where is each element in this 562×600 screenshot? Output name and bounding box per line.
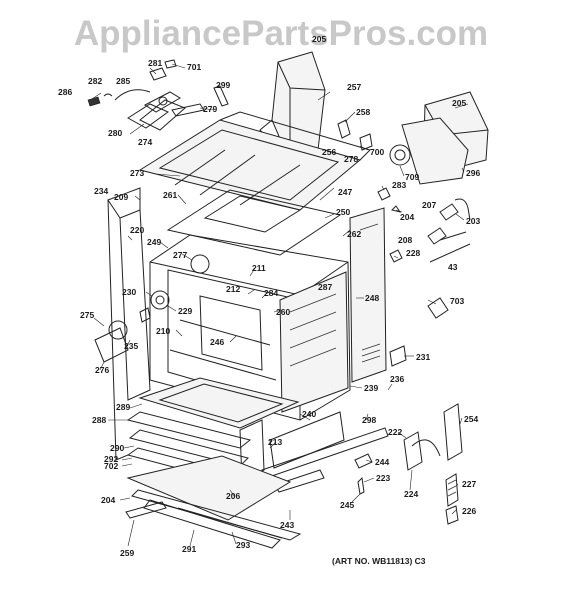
callout-label: 205 — [452, 98, 466, 108]
callout-label: 244 — [375, 457, 389, 467]
callout-label: 246 — [210, 337, 224, 347]
callout-label: 206 — [226, 491, 240, 501]
top-insulation — [166, 189, 342, 256]
callout-label: 207 — [422, 200, 436, 210]
callout-label: 249 — [147, 237, 161, 247]
callout-label: 209 — [114, 192, 128, 202]
callout-label: 283 — [392, 180, 406, 190]
left-side-panel — [107, 187, 151, 461]
callout-label: 220 — [130, 225, 144, 235]
callout-label: 276 — [95, 365, 109, 375]
left-side-parts — [94, 290, 170, 363]
callout-label: 254 — [464, 414, 478, 424]
callout-label: 222 — [388, 427, 402, 437]
callout-label: 296 — [466, 168, 480, 178]
broiler-drawer — [126, 377, 300, 481]
callout-label: 262 — [347, 229, 361, 239]
callout-label: 211 — [252, 263, 266, 273]
callout-label: 256 — [322, 147, 336, 157]
callout-label: 274 — [138, 137, 152, 147]
oven-cabinet — [149, 234, 351, 421]
callout-label: 279 — [203, 104, 217, 114]
callout-label: 204 — [101, 495, 115, 505]
callout-label: 280 — [108, 128, 122, 138]
right-side-panel — [349, 207, 407, 383]
callout-label: 260 — [276, 307, 290, 317]
rear-panels — [337, 91, 489, 185]
callout-label: 235 — [124, 341, 138, 351]
callout-label: 239 — [364, 383, 378, 393]
callout-label: 273 — [130, 168, 144, 178]
callout-label: 261 — [163, 190, 177, 200]
callout-label: 277 — [173, 250, 187, 260]
callout-label: 227 — [462, 479, 476, 489]
callout-label: 210 — [156, 326, 170, 336]
callout-label: 243 — [280, 520, 294, 530]
callout-label: 289 — [116, 402, 130, 412]
callout-label: 285 — [116, 76, 130, 86]
callout-label: 245 — [340, 500, 354, 510]
callout-label: 203 — [466, 216, 480, 226]
callout-label: 236 — [390, 374, 404, 384]
callout-label: 281 — [148, 58, 162, 68]
callout-label: 229 — [178, 306, 192, 316]
callout-label: 291 — [182, 544, 196, 554]
callout-label: 258 — [356, 107, 370, 117]
callout-label: 250 — [336, 207, 350, 217]
callout-label: 278 — [344, 154, 358, 164]
callout-label: 703 — [450, 296, 464, 306]
callout-label: 702 — [104, 461, 118, 471]
callout-label: 205 — [312, 34, 326, 44]
callout-label: 288 — [92, 415, 106, 425]
art-number-caption: (ART NO. WB11813) C3 — [332, 556, 426, 566]
callout-label: 257 — [347, 82, 361, 92]
base-pan — [125, 455, 302, 549]
callout-label: 709 — [405, 172, 419, 182]
far-right-parts — [443, 403, 463, 525]
callout-label: 259 — [120, 548, 134, 558]
right-small-parts — [377, 187, 471, 319]
callout-label: 292 — [104, 454, 118, 464]
callout-label: 204 — [400, 212, 414, 222]
callout-label: 298 — [362, 415, 376, 425]
callout-label: 212 — [226, 284, 240, 294]
callout-label: 700 — [370, 147, 384, 157]
callout-labels: 286 281 701 299 282 285 279 280 274 205 … — [58, 34, 480, 558]
callout-label: 701 — [187, 62, 201, 72]
callout-label: 240 — [302, 409, 316, 419]
leader-lines — [91, 63, 469, 547]
callout-label: 213 — [268, 437, 282, 447]
callout-label: 226 — [462, 506, 476, 516]
callout-label: 284 — [264, 288, 278, 298]
callout-label: 43 — [448, 262, 458, 272]
callout-label: 248 — [365, 293, 379, 303]
top-panel — [138, 111, 371, 211]
callout-label: 286 — [58, 87, 72, 97]
callout-label: 247 — [338, 187, 352, 197]
callout-label: 224 — [404, 489, 418, 499]
callout-label: 230 — [122, 287, 136, 297]
callout-label: 290 — [110, 443, 124, 453]
callout-label: 228 — [406, 248, 420, 258]
callout-label: 293 — [236, 540, 250, 550]
burner-valve-assembly — [87, 59, 229, 131]
callout-label: 234 — [94, 186, 108, 196]
callout-label: 208 — [398, 235, 412, 245]
callout-label: 299 — [216, 80, 230, 90]
callout-label: 287 — [318, 282, 332, 292]
callout-label: 231 — [416, 352, 430, 362]
callout-label: 275 — [80, 310, 94, 320]
callout-label: 282 — [88, 76, 102, 86]
callout-label: 223 — [376, 473, 390, 483]
